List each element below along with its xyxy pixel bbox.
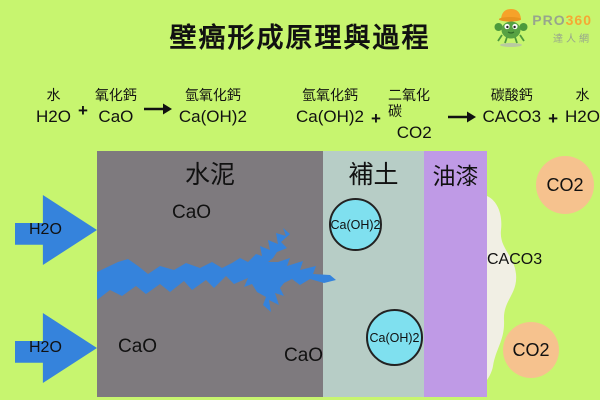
eq2-water-formula: H2O: [565, 107, 600, 126]
eq2-co2-zh: 二氧化碳: [387, 87, 430, 119]
cao-label: CaO: [284, 345, 324, 366]
cao-label: CaO: [172, 202, 212, 223]
co2-molecule-badge: CO2: [536, 156, 594, 214]
layer-paint: [424, 151, 487, 397]
eq1-water-formula: H2O: [36, 107, 71, 126]
water-inflow-arrow: H2O: [15, 195, 97, 265]
eq1-water-term: 水 H2O: [36, 87, 71, 127]
eq2-plus1: +: [371, 109, 381, 128]
eq2-co2-formula: CO2: [396, 123, 432, 142]
eq2-caco3-formula: CACO3: [482, 107, 542, 126]
water-inflow-arrow: H2O: [15, 313, 97, 383]
eq2-co2-term: 二氧化碳 CO2: [388, 87, 441, 143]
eq1-cao-formula: CaO: [98, 107, 134, 126]
eq1-reaction-arrow-icon: [143, 94, 172, 120]
eq2-caoh-formula: Ca(OH)2: [296, 107, 365, 126]
brand-subtitle: 達人網: [553, 34, 592, 45]
eq1-caoh-zh: 氫氧化鈣: [184, 87, 241, 103]
eq2-plus2: +: [548, 109, 559, 128]
eq2-caoh-term: 氫氧化鈣 Ca(OH)2: [296, 87, 364, 143]
eq1-caoh-formula: Ca(OH)2: [178, 107, 247, 126]
eq2-caco3-term: 碳酸鈣 CACO3: [483, 87, 542, 143]
caoh2-molecule-badge: Ca(OH)2: [329, 198, 382, 251]
label-cement: 水泥: [184, 161, 235, 189]
brand-360: 360: [565, 12, 592, 28]
equation-hydration: 水 H2O + 氧化鈣 CaO 氫氧化鈣 Ca(OH)2: [36, 87, 247, 127]
eq1-caoh-term: 氫氧化鈣 Ca(OH)2: [179, 87, 247, 127]
eq1-water-zh: 水: [46, 87, 61, 103]
page-title: 壁癌形成原理與過程: [169, 23, 431, 53]
eq1-plus: +: [77, 101, 88, 120]
equation-carbonation: 氫氧化鈣 Ca(OH)2 + 二氧化碳 CO2 碳酸鈣 CACO3 + 水 H2…: [296, 87, 600, 143]
eq2-caco3-zh: 碳酸鈣: [490, 87, 533, 103]
caco3-label: CACO3: [487, 251, 543, 268]
eq2-water-term: 水 H2O: [565, 87, 600, 143]
eq2-reaction-arrow-icon: [447, 102, 476, 128]
eq1-cao-zh: 氧化鈣: [94, 87, 137, 103]
label-paint: 油漆: [432, 163, 479, 189]
label-putty: 補土: [348, 161, 399, 189]
eq1-cao-term: 氧化鈣 CaO: [95, 87, 137, 127]
brand-logo: PRO360 達人網: [493, 6, 592, 53]
brand-pro: PRO: [532, 12, 566, 28]
cao-label: CaO: [118, 336, 158, 357]
crab-mascot-icon: [493, 6, 529, 53]
caoh2-molecule-badge: Ca(OH)2: [366, 309, 423, 366]
brand-name: PRO360: [532, 13, 592, 27]
eq2-water-zh: 水: [575, 87, 590, 103]
co2-molecule-badge: CO2: [503, 322, 559, 378]
brand-text: PRO360 達人網: [532, 6, 592, 45]
eq2-caoh-zh: 氫氧化鈣: [302, 87, 358, 103]
